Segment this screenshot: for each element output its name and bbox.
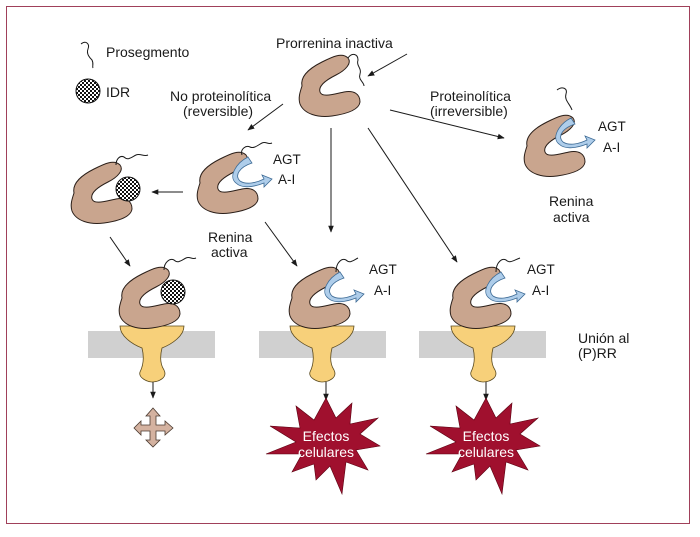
cell-effects-line2: celulares xyxy=(458,444,514,460)
label-proteolytic-line2: (irreversible) xyxy=(430,103,508,119)
label-inactive-prorenin: Prorrenina inactiva xyxy=(276,35,393,51)
prosegment-icon xyxy=(347,53,365,87)
receptor-nonproteolytic xyxy=(288,257,365,383)
label-non-proteolytic-line2: (reversible) xyxy=(183,103,253,119)
label-receptor-binding-line2: (P)RR xyxy=(578,345,617,361)
label-active-renin-line2: activa xyxy=(211,244,248,260)
renin-proteolytic xyxy=(523,114,596,177)
label-agt: AGT xyxy=(369,262,397,277)
cell-effects-burst-2: Efectos celulares xyxy=(425,397,541,496)
receptor-idr xyxy=(118,256,197,383)
label-agt: AGT xyxy=(598,119,626,134)
label-non-proteolytic-line1: No proteinolítica xyxy=(170,88,271,104)
label-ai: A-I xyxy=(603,140,620,155)
legend: Prosegmento IDR xyxy=(75,41,189,104)
label-active-renin-line1: Renina xyxy=(208,229,253,245)
arrow-to-prosegment xyxy=(367,53,408,77)
idr-icon xyxy=(160,279,186,305)
prosegment-icon xyxy=(80,41,94,69)
idr-icon xyxy=(115,176,141,202)
arrow-proteolytic xyxy=(389,109,505,140)
cross-arrows-icon xyxy=(133,407,174,448)
legend-prosegment-label: Prosegmento xyxy=(106,44,189,60)
prosegment-icon xyxy=(495,257,521,273)
prosegment-icon xyxy=(163,256,197,271)
figure-frame xyxy=(6,6,690,524)
arrow-non-proteolytic xyxy=(247,103,284,131)
arrow-to-receptor-2 xyxy=(264,221,298,267)
label-receptor-binding-line1: Unión al xyxy=(578,330,629,346)
prosegment-icon xyxy=(241,141,273,156)
label-ai: A-I xyxy=(374,283,391,298)
cell-effects-line1: Efectos xyxy=(303,428,350,444)
receptor-prorenin xyxy=(449,257,526,383)
prosegment-icon xyxy=(335,257,359,273)
idr-icon xyxy=(75,78,101,104)
cell-effects-line1: Efectos xyxy=(463,428,510,444)
cell-effects-burst-1: Efectos celulares xyxy=(265,397,381,496)
label-agt: AGT xyxy=(527,262,555,277)
renin-nonproteolytic xyxy=(196,141,273,214)
label-ai: A-I xyxy=(278,172,295,187)
arrow-prorenin-to-receptor-3 xyxy=(367,127,458,263)
prorenin-inactive xyxy=(298,53,365,117)
arrow-to-receptor-1 xyxy=(109,236,131,267)
renin-idr-blocked xyxy=(70,153,149,224)
label-active-renin-line2: activa xyxy=(553,209,590,225)
label-ai: A-I xyxy=(532,283,549,298)
label-proteolytic-line1: Proteinolítica xyxy=(430,88,511,104)
prosegment-icon xyxy=(115,153,149,166)
cell-effects-line2: celulares xyxy=(298,444,354,460)
label-active-renin-line1: Renina xyxy=(549,193,594,209)
legend-idr-label: IDR xyxy=(106,84,130,100)
label-agt: AGT xyxy=(273,152,301,167)
cleaved-prosegment-icon xyxy=(556,87,573,111)
